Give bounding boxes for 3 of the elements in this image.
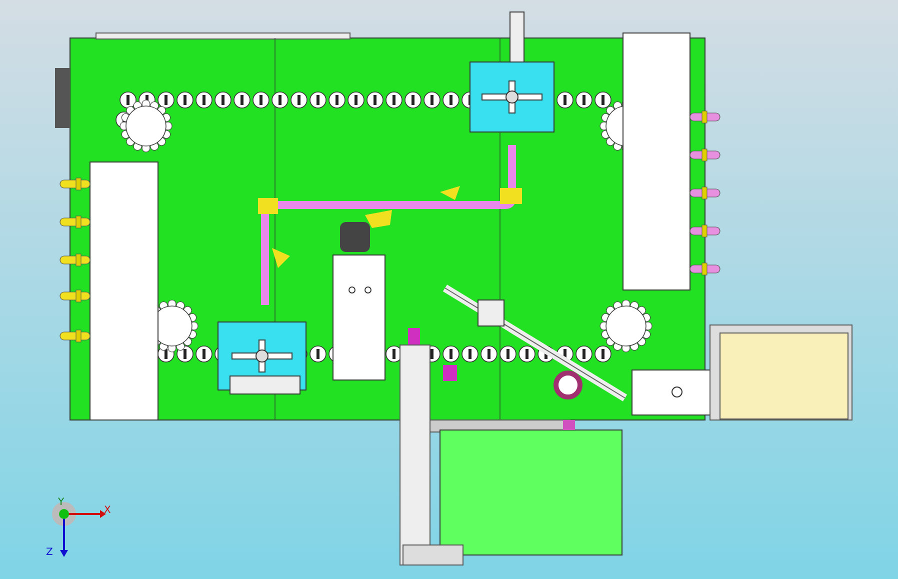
axis-label: X xyxy=(104,506,111,516)
axis-label: Z xyxy=(46,548,53,558)
axis-label: Y xyxy=(58,498,64,508)
